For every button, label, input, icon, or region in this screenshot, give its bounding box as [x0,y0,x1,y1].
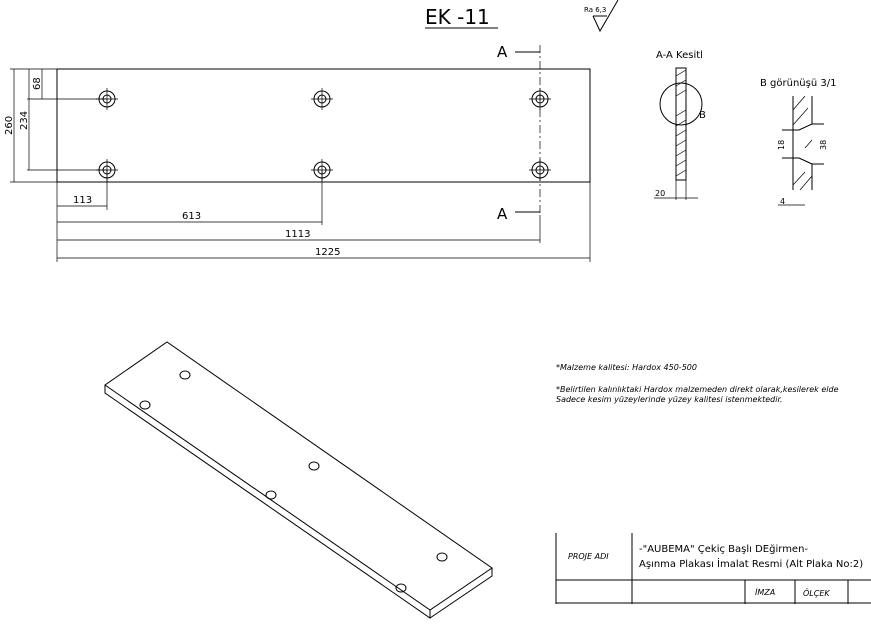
hole-centerline [311,88,333,110]
dim-1225: 1225 [315,247,340,258]
project-line-2: Aşınma Plakası İmalat Resmi (Alt Plaka N… [639,557,863,570]
dim-613: 613 [182,211,201,222]
dim-18: 18 [777,140,786,150]
detail-label: B görünüşü 3/1 [760,78,836,89]
note-material: *Malzeme kalitesi: Hardox 450-500 [556,363,697,372]
dim-38: 38 [819,140,828,150]
section-marker-top: A [497,43,508,61]
section-view: A-A Kesitl B 20 [654,50,706,200]
note-cutting: *Belirtilen kalınlıktaki Hardox malzemed… [556,385,839,394]
detail-marker: B [699,110,706,121]
isometric-view [104,341,493,619]
detail-view: B görünüşü 3/1 18 38 4 [760,78,836,206]
project-label: PROJE ADI [568,552,609,561]
sign-label: İMZA [755,587,775,597]
roughness-symbol [592,0,619,33]
section-marker-bottom: A [497,205,508,223]
roughness-label: Ra 6,3 [584,6,606,14]
front-view: A A 260 234 68 113 613 1113 1225 [4,43,591,262]
scale-label: ÖLÇEK [803,588,830,598]
dim-4: 4 [780,197,785,206]
dim-20: 20 [655,189,665,198]
dim-234: 234 [19,111,30,130]
section-label: A-A Kesitl [656,50,703,61]
dim-68: 68 [32,77,43,90]
title-block: PROJE ADI -"AUBEMA" Çekiç Başlı DEğirmen… [555,533,871,604]
project-line-1: -"AUBEMA" Çekiç Başlı DEğirmen- [639,543,808,555]
dim-1113: 1113 [285,229,310,240]
dim-260: 260 [4,116,15,135]
drawing-title: EK -11 [425,5,490,29]
note-surface: Sadece kesim yüzeylerinde yüzey kalitesi… [556,395,783,404]
dim-113: 113 [73,195,92,206]
